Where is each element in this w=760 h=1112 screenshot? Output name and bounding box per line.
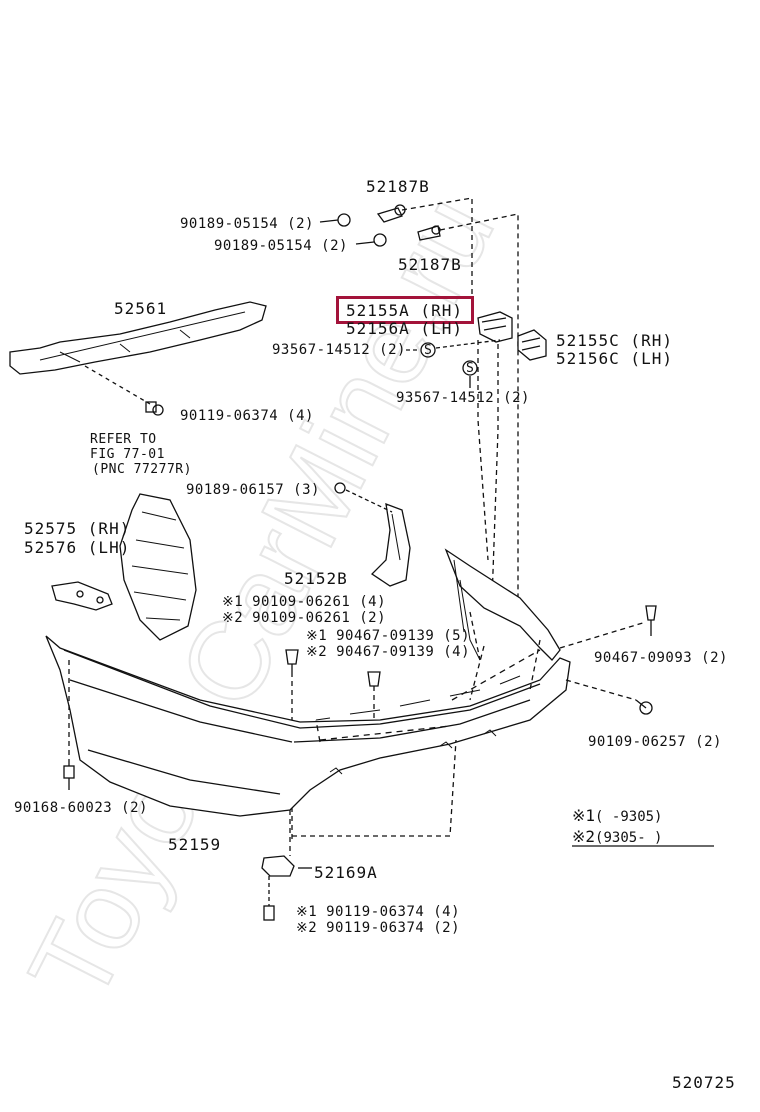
label-52187B-bottom[interactable]: 52187B bbox=[398, 255, 462, 274]
screw-mark-b: S bbox=[466, 361, 475, 376]
refer-line-1: REFER TO bbox=[90, 432, 157, 447]
diagram-id: 520725 bbox=[672, 1073, 736, 1092]
clip-90467-09093-icon bbox=[645, 605, 657, 636]
clip-52187B-icon bbox=[376, 204, 406, 223]
label-52187B-top[interactable]: 52187B bbox=[366, 177, 430, 196]
label-52155C[interactable]: 52155C (RH) bbox=[556, 331, 673, 350]
label-52156C[interactable]: 52156C (LH) bbox=[556, 349, 673, 368]
label-52155A[interactable]: 52155A (RH) bbox=[346, 301, 463, 320]
bracket-52169A[interactable] bbox=[261, 855, 295, 877]
clip-90467-09139-icon bbox=[285, 649, 381, 687]
bolt-90168-60023-icon bbox=[63, 760, 75, 790]
label-52159[interactable]: 52159 bbox=[168, 835, 222, 854]
label-n2-90109-06261[interactable]: ※2 90109-06261 (2) bbox=[222, 610, 387, 626]
footnote-1-mark: ※1 bbox=[572, 806, 596, 825]
label-90189-05154-b[interactable]: 90189-05154 (2) bbox=[214, 238, 348, 254]
label-n1-90467-09139[interactable]: ※1 90467-09139 (5) bbox=[306, 628, 471, 644]
highlight-box bbox=[336, 296, 474, 324]
bumper-cover-52159[interactable] bbox=[45, 635, 571, 817]
label-90189-05154-a[interactable]: 90189-05154 (2) bbox=[180, 216, 314, 232]
footnote-1-range: ( -9305) bbox=[595, 809, 663, 825]
label-n2-90119-06374[interactable]: ※2 90119-06374 (2) bbox=[296, 920, 461, 936]
label-90168-60023[interactable]: 90168-60023 (2) bbox=[14, 800, 148, 816]
bolt-90119-06374-icon bbox=[145, 401, 164, 416]
bolt-90109-06257-icon bbox=[635, 699, 653, 715]
wheel-liner bbox=[119, 493, 197, 641]
label-n2-90467-09139[interactable]: ※2 90467-09139 (4) bbox=[306, 644, 471, 660]
label-93567-14512-b[interactable]: 93567-14512 (2) bbox=[396, 390, 530, 406]
label-90109-06257[interactable]: 90109-06257 (2) bbox=[588, 734, 722, 750]
bolt-90119-06374-lower-icon bbox=[263, 876, 275, 921]
label-52152B[interactable]: 52152B bbox=[284, 569, 348, 588]
retainer-52155A[interactable] bbox=[477, 311, 513, 343]
footnote-2: ※2(9305- ) bbox=[572, 827, 662, 846]
screw-mark-a: S bbox=[424, 343, 433, 358]
label-n1-90119-06374[interactable]: ※1 90119-06374 (4) bbox=[296, 904, 461, 920]
label-52575[interactable]: 52575 (RH) bbox=[24, 519, 131, 538]
label-90119-06374[interactable]: 90119-06374 (4) bbox=[180, 408, 314, 424]
label-52561[interactable]: 52561 bbox=[114, 299, 168, 318]
refer-line-2: FIG 77-01 bbox=[90, 447, 165, 462]
bolt-90189-06157-icon bbox=[334, 482, 393, 513]
retainer-52155C[interactable] bbox=[517, 329, 547, 361]
label-52156A[interactable]: 52156A (LH) bbox=[346, 319, 463, 338]
reinforcement-52561[interactable] bbox=[9, 301, 267, 375]
bolt-90189-05154-icon bbox=[319, 213, 387, 247]
footnote-2-mark: ※2 bbox=[572, 827, 596, 846]
label-90189-06157[interactable]: 90189-06157 (3) bbox=[186, 482, 320, 498]
clip-52187B-b-icon bbox=[417, 225, 441, 241]
label-90467-09093[interactable]: 90467-09093 (2) bbox=[594, 650, 728, 666]
label-93567-14512-a[interactable]: 93567-14512 (2) bbox=[272, 342, 406, 358]
footnote-1: ※1( -9305) bbox=[572, 806, 662, 825]
refer-line-3: (PNC 77277R) bbox=[92, 462, 192, 477]
screw-93567-icon bbox=[420, 342, 478, 376]
label-n1-90109-06261[interactable]: ※1 90109-06261 (4) bbox=[222, 594, 387, 610]
label-52169A[interactable]: 52169A bbox=[314, 863, 378, 882]
bracket-52152B[interactable] bbox=[370, 503, 411, 587]
label-52576[interactable]: 52576 (LH) bbox=[24, 538, 131, 557]
footnote-2-range: (9305- ) bbox=[595, 830, 663, 846]
